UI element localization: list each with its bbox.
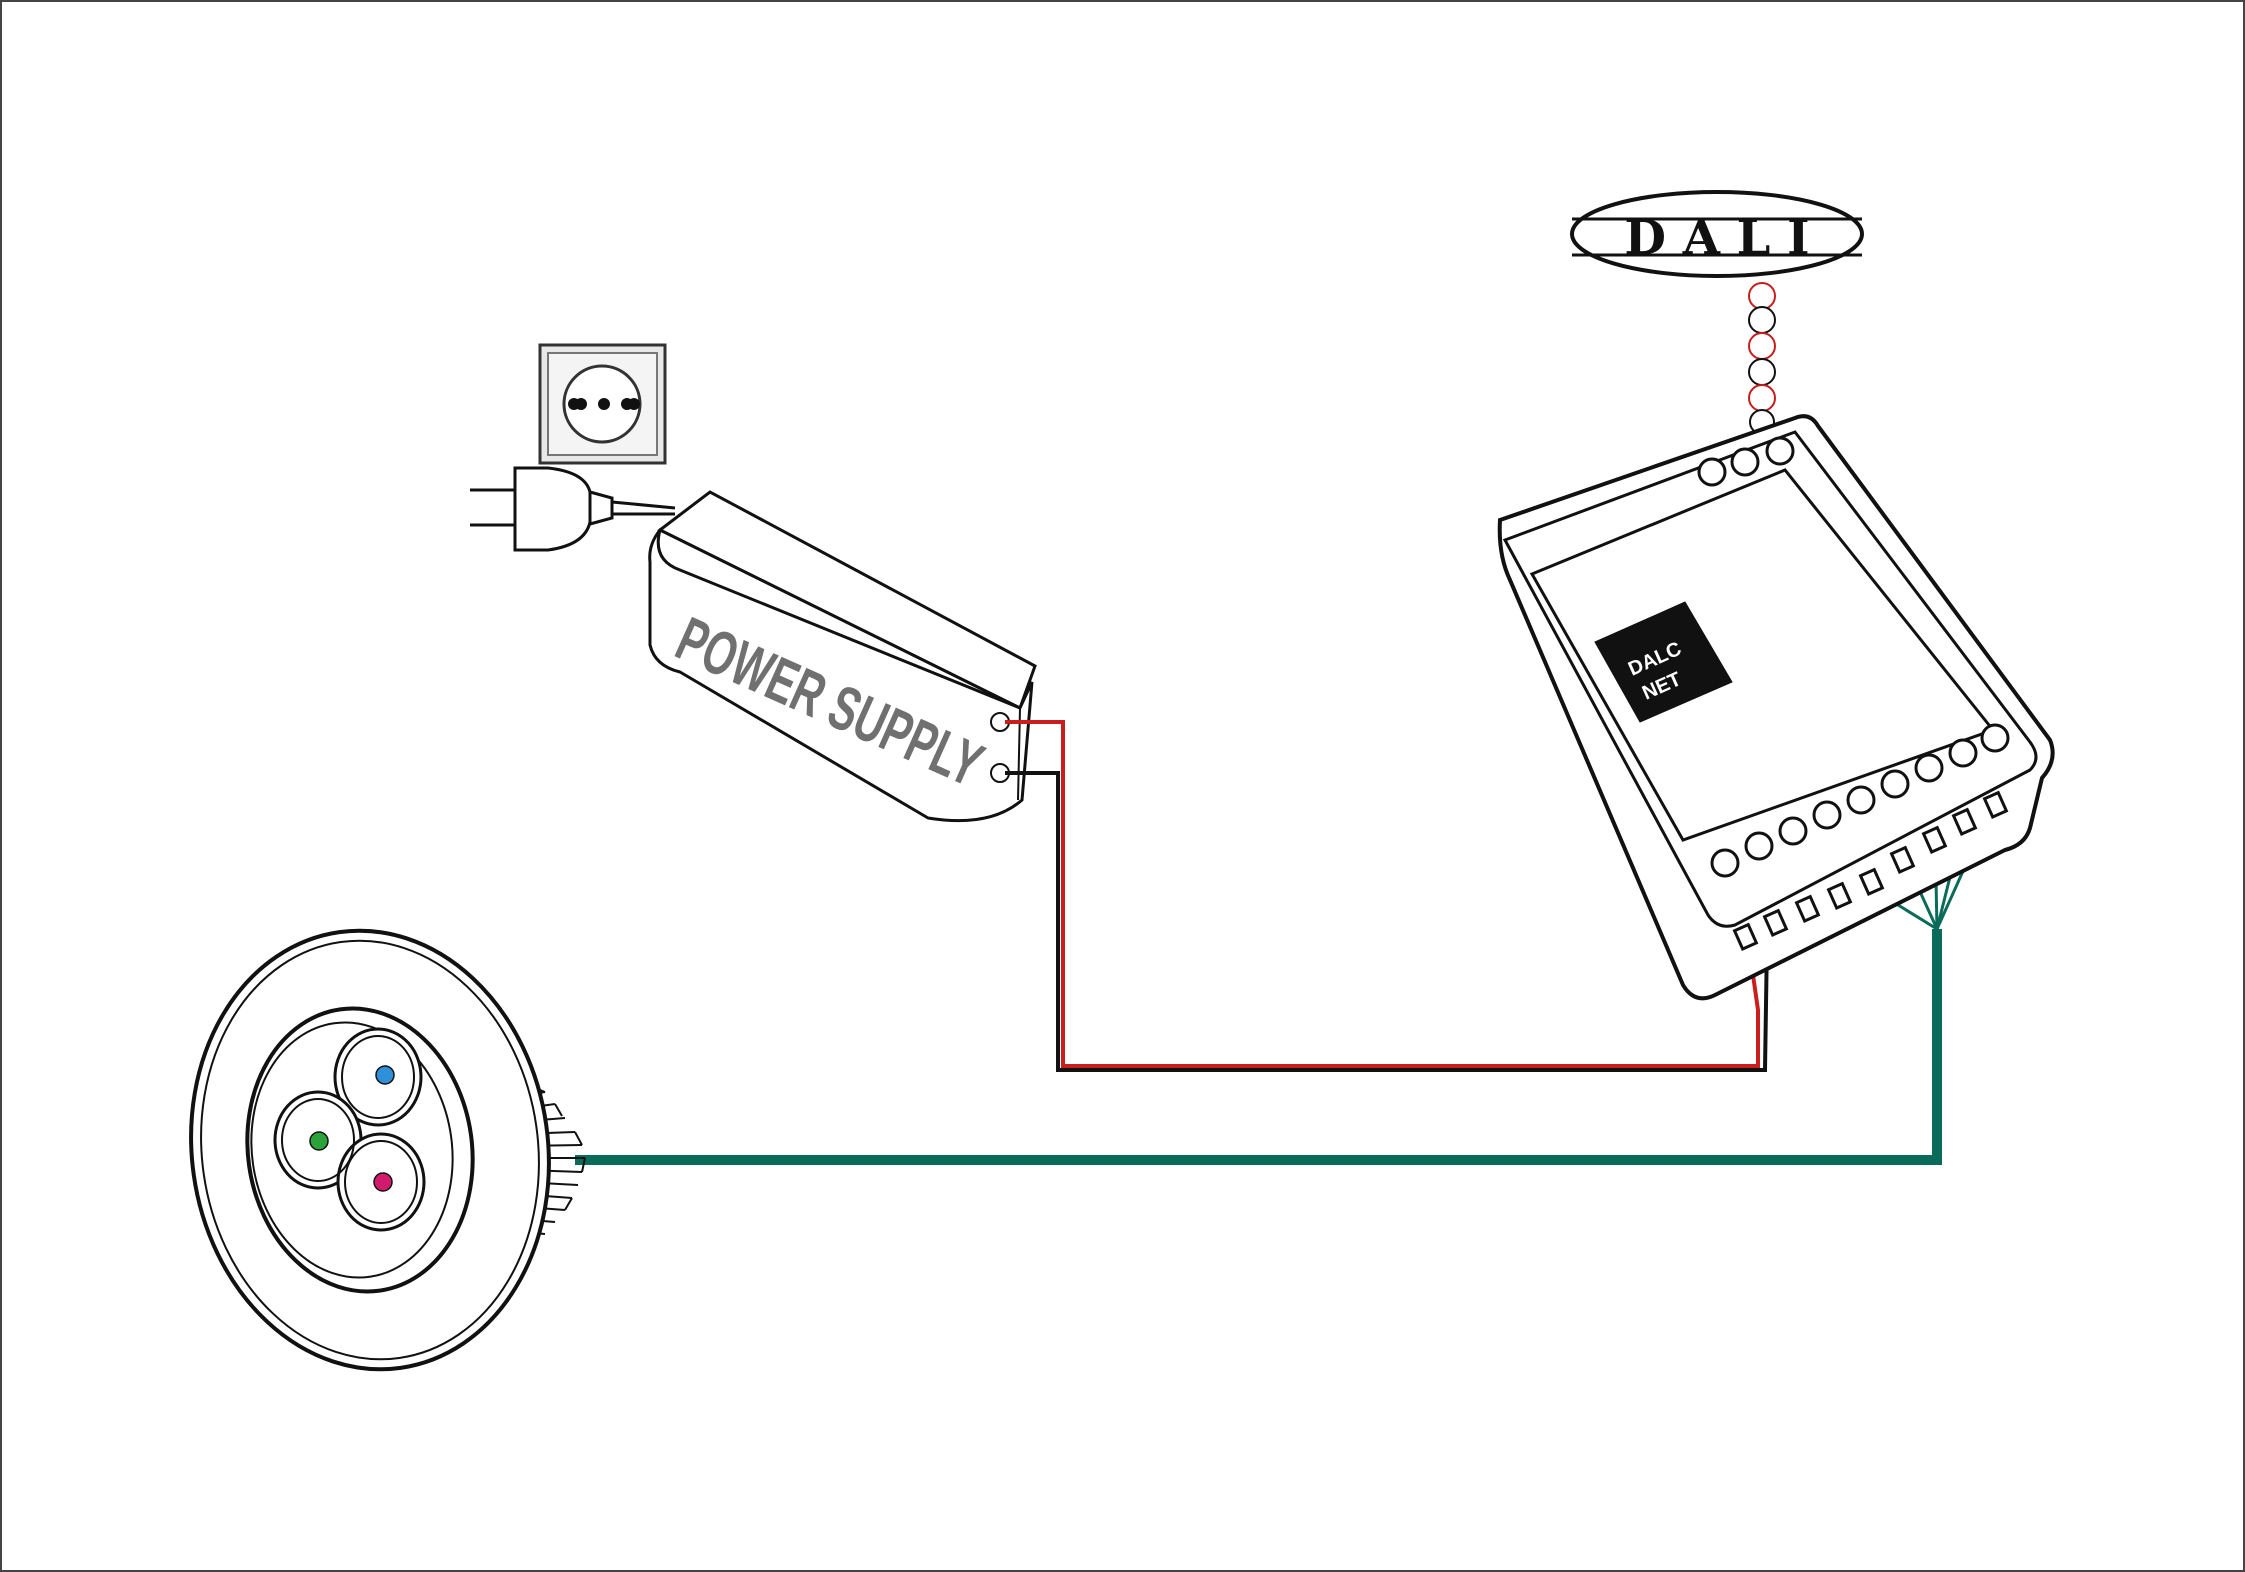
led-green (309, 1131, 329, 1151)
dali-input-terminals (1697, 436, 1795, 487)
dalcnet-controller: DALC NET (1497, 414, 2055, 1001)
dalcnet-logo (1594, 601, 1733, 723)
dali-logo: D A L I (1570, 190, 1864, 278)
dali-label: D A L I (1624, 210, 1809, 266)
rgb-led-downlight-icon (189, 928, 586, 1372)
led-blue (375, 1065, 395, 1085)
wire-slots (1732, 790, 2009, 951)
screw-terminals (1710, 723, 2010, 878)
wall-socket-icon (538, 343, 667, 465)
positive-wire (1005, 720, 1760, 1068)
led-red (373, 1172, 393, 1192)
power-plug-icon (470, 466, 676, 552)
negative-wire (1005, 771, 1769, 1072)
power-wires (1005, 720, 1769, 1072)
